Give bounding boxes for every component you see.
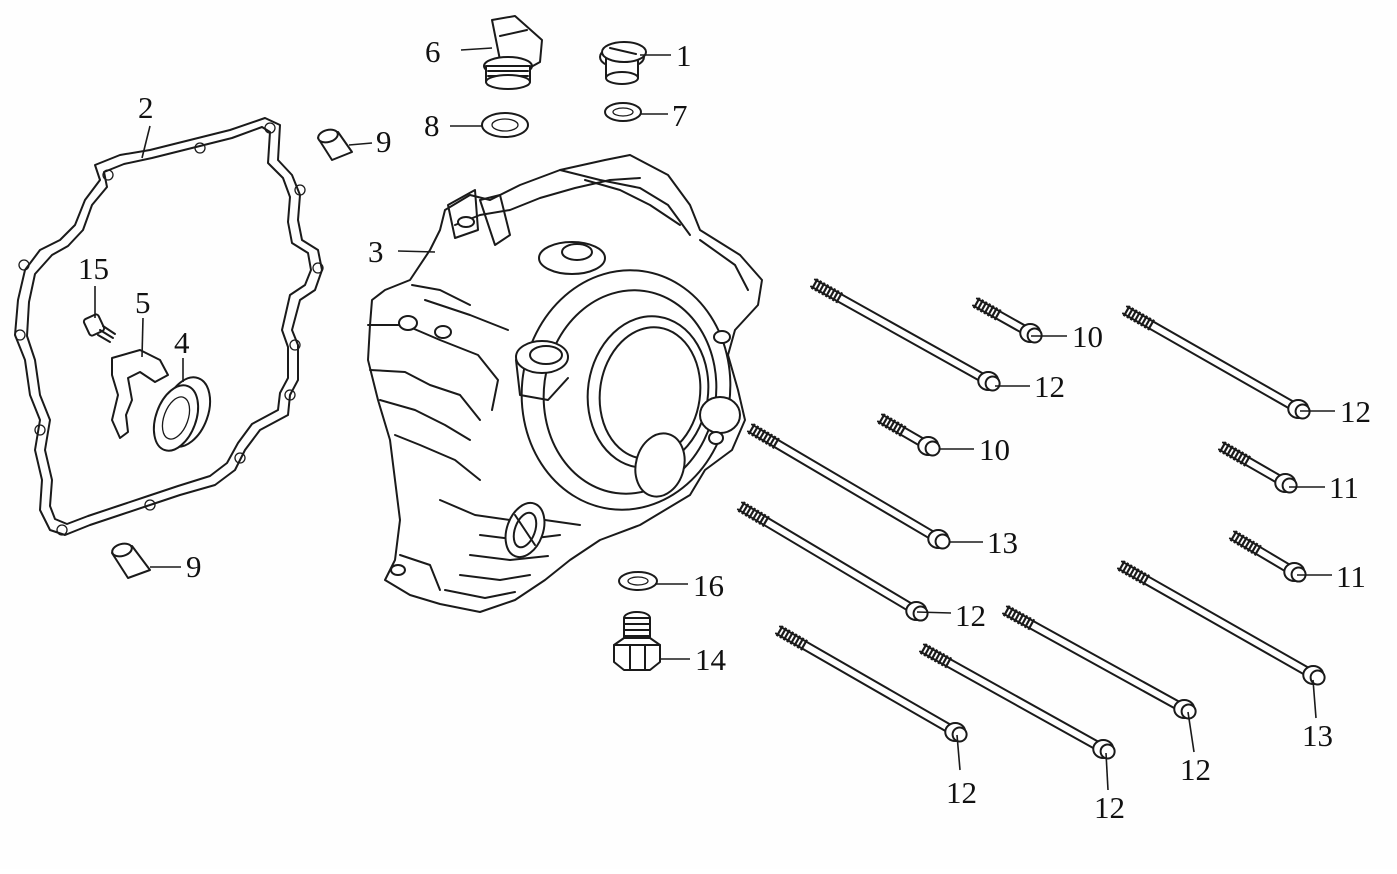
callout-16: 16 — [693, 568, 724, 603]
callout-3: 3 — [368, 234, 384, 269]
long-bolt-12-d — [775, 625, 968, 743]
callout-9-upper: 9 — [376, 124, 392, 159]
callout-13-lower: 13 — [1302, 718, 1333, 753]
callout-6: 6 — [425, 34, 441, 69]
dowel-pin-upper — [317, 128, 353, 161]
drain-washer — [618, 571, 658, 591]
callout-12-f: 12 — [1180, 752, 1211, 787]
callout-10-upper: 10 — [1072, 319, 1103, 354]
callout-5: 5 — [135, 285, 151, 320]
callout-10-lower: 10 — [979, 432, 1010, 467]
long-bolt-12-c — [736, 501, 929, 622]
screw-plug — [599, 41, 647, 85]
long-bolt-12-b — [1122, 305, 1311, 420]
washer-small — [604, 102, 642, 122]
oil-seal — [152, 376, 212, 452]
callout-14: 14 — [695, 642, 727, 677]
callout-12-d: 12 — [946, 775, 977, 810]
callout-4: 4 — [174, 325, 190, 360]
leader-lines — [94, 47, 1335, 791]
callout-12-a: 12 — [1034, 369, 1065, 404]
callout-12-b: 12 — [1340, 394, 1371, 429]
callout-11-upper: 11 — [1329, 470, 1359, 505]
bolt-group — [736, 278, 1326, 760]
callout-8: 8 — [424, 108, 440, 143]
callout-7: 7 — [672, 98, 688, 133]
callout-12-e: 12 — [1094, 790, 1125, 825]
long-bolt-12-f — [1002, 605, 1197, 720]
callout-9-lower: 9 — [186, 549, 202, 584]
callout-1: 1 — [676, 38, 692, 73]
short-bolt-10-upper — [972, 297, 1043, 344]
crankcase-cover-gasket — [14, 117, 324, 536]
small-screw — [82, 313, 116, 343]
long-bolt-13-upper — [746, 423, 951, 550]
long-bolt-12-e — [919, 643, 1116, 760]
callout-11-lower: 11 — [1336, 559, 1366, 594]
callout-15: 15 — [78, 251, 109, 286]
drain-bolt — [613, 611, 661, 671]
callout-13-upper: 13 — [987, 525, 1018, 560]
bracket-plate — [111, 349, 169, 439]
short-bolt-11-upper — [1218, 441, 1298, 494]
o-ring — [481, 112, 529, 138]
long-bolt-12-a — [810, 278, 1001, 392]
callout-12-c: 12 — [955, 598, 986, 633]
short-bolt-10-lower — [876, 413, 941, 457]
crankcase-cover — [367, 154, 763, 613]
long-bolt-13-lower — [1117, 560, 1326, 686]
oil-filler-cap — [483, 15, 543, 90]
short-bolt-11-lower — [1228, 530, 1307, 583]
callout-labels: 6 1 8 7 2 9 3 15 5 4 9 10 10 12 12 11 11… — [78, 34, 1371, 825]
dowel-pin-lower — [111, 542, 151, 579]
callout-2: 2 — [138, 90, 154, 125]
